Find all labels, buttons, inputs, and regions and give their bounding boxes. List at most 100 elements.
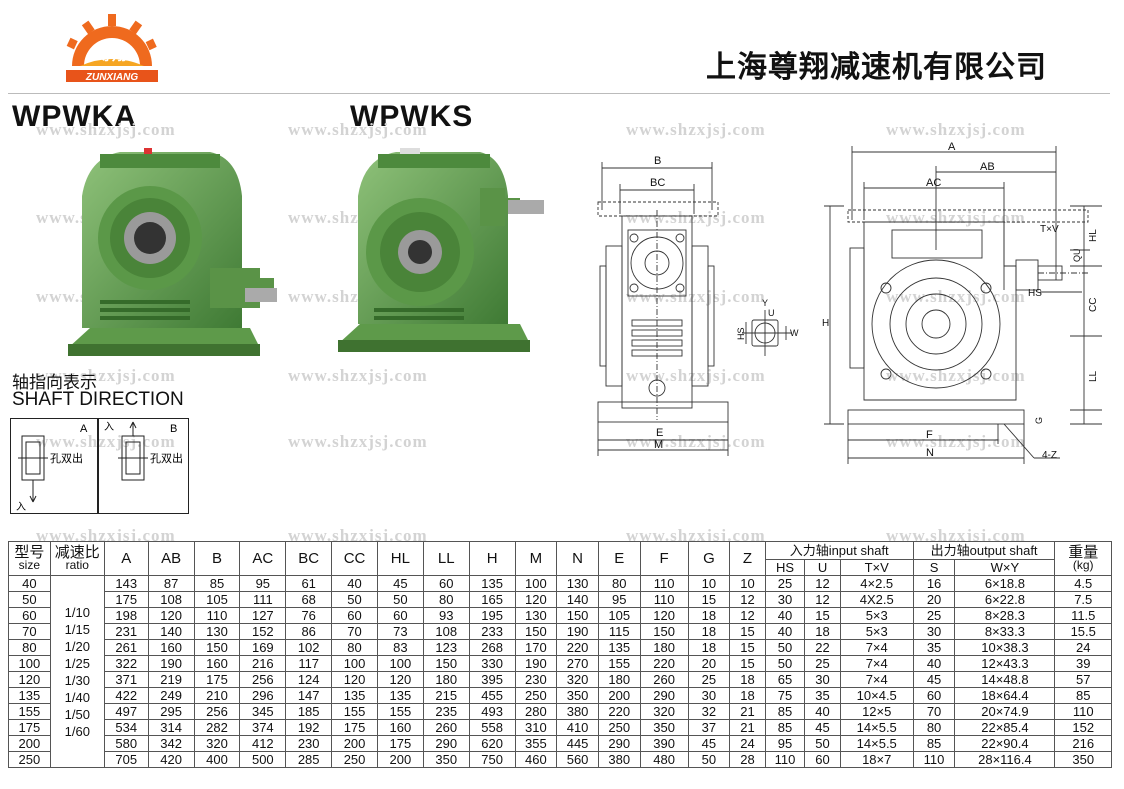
watermark: www.shzxjsj.com (886, 120, 1026, 139)
cell-u: 25 (804, 655, 841, 672)
cell-g: 45 (687, 735, 731, 752)
cell-a: 371 (103, 671, 149, 688)
dim-label-ll: LL (1088, 370, 1099, 382)
cell-m: 460 (514, 751, 558, 768)
cell-cc: 155 (331, 703, 378, 720)
cell-m: 100 (514, 575, 558, 592)
dim-label-bc: BC (650, 177, 665, 189)
header-g: G (687, 541, 731, 576)
cell-e: 380 (597, 751, 641, 768)
cell-m: 250 (514, 687, 558, 704)
cell-g: 18 (687, 623, 731, 640)
cell-e: 155 (597, 655, 641, 672)
cell-n: 190 (556, 623, 599, 640)
box-a-label: A (80, 423, 88, 435)
ratio-value: 1/10 (64, 604, 90, 620)
cell-f: 220 (639, 655, 689, 672)
dim-label-w: W (790, 328, 799, 338)
cell-size: 60 (8, 607, 51, 624)
cell-m: 355 (514, 735, 558, 752)
header-s: S (912, 559, 956, 576)
cell-h: 620 (468, 735, 516, 752)
cell-s: 20 (912, 591, 956, 608)
cell-wxy: 28×116.4 (954, 751, 1056, 768)
cell-z: 15 (729, 623, 766, 640)
cell-ll: 80 (422, 591, 470, 608)
cell-txv: 7×4 (839, 639, 914, 656)
in-label-a: 入 (16, 502, 26, 513)
cell-e: 220 (597, 703, 641, 720)
cell-txv: 4X2.5 (839, 591, 914, 608)
cell-f: 320 (639, 703, 689, 720)
cell-s: 110 (912, 751, 956, 768)
cell-bc: 102 (285, 639, 333, 656)
header-ll: LL (422, 541, 470, 576)
cell-n: 410 (556, 719, 599, 736)
cell-cc: 175 (331, 719, 378, 736)
header-input-shaft: 入力轴input shaft (764, 541, 914, 560)
ratio-value: 1/60 (64, 723, 90, 739)
ratio-value: 1/30 (64, 672, 90, 688)
cell-bc: 124 (285, 671, 333, 688)
cell-hs: 30 (764, 591, 806, 608)
cell-a: 422 (103, 687, 149, 704)
spec-table: 型号 size 减速比 ratio A AB B AC BC CC HL LL … (8, 541, 1112, 768)
cell-ll: 60 (422, 575, 470, 592)
header-hl: HL (376, 541, 424, 576)
front-view-drawing: A AB AC T×V HL QU HS CC H LL G F N 4-Z (822, 141, 1102, 464)
ratio-value: 1/40 (64, 689, 90, 705)
cell-u: 22 (804, 639, 841, 656)
cell-z: 21 (729, 703, 766, 720)
cell-u: 12 (804, 591, 841, 608)
cell-f: 180 (639, 639, 689, 656)
dim-label-b: B (654, 155, 661, 167)
cell-f: 120 (639, 607, 689, 624)
cell-ac: 374 (239, 719, 287, 736)
cell-f: 110 (639, 591, 689, 608)
cell-e: 135 (597, 639, 641, 656)
cell-h: 395 (468, 671, 516, 688)
cell-hs: 95 (764, 735, 806, 752)
cell-cc: 70 (331, 623, 378, 640)
header-output-shaft: 出力轴output shaft (912, 541, 1056, 560)
header-ac: AC (239, 541, 287, 576)
header-ab: AB (147, 541, 195, 576)
cell-cc: 60 (331, 607, 378, 624)
cell-s: 25 (912, 607, 956, 624)
cell-bc: 185 (285, 703, 333, 720)
model-title-wpwks: WPWKS (350, 100, 474, 133)
cell-cc: 100 (331, 655, 378, 672)
cell-m: 170 (514, 639, 558, 656)
cell-wxy: 18×64.4 (954, 687, 1056, 704)
header-z: Z (729, 541, 766, 576)
cell-ac: 296 (239, 687, 287, 704)
header-h: H (468, 541, 516, 576)
ratio-value: 1/25 (64, 655, 90, 671)
cell-e: 290 (597, 735, 641, 752)
hole-out-label-a: 孔双出 (50, 451, 83, 465)
header-m: M (514, 541, 558, 576)
cell-b: 320 (193, 735, 241, 752)
ratio-value: 1/50 (64, 706, 90, 722)
cell-ab: 249 (147, 687, 195, 704)
header-bc: BC (285, 541, 333, 576)
cell-a: 143 (103, 575, 149, 592)
cell-z: 12 (729, 607, 766, 624)
cell-f: 480 (639, 751, 689, 768)
cell-hs: 85 (764, 719, 806, 736)
dim-label-g: G (1034, 417, 1044, 424)
cell-cc: 50 (331, 591, 378, 608)
cell-txv: 14×5.5 (839, 719, 914, 736)
cell-wxy: 14×48.8 (954, 671, 1056, 688)
cell-ac: 216 (239, 655, 287, 672)
dim-label-y: Y (762, 298, 768, 308)
cell-txv: 4×2.5 (839, 575, 914, 592)
cell-u: 35 (804, 687, 841, 704)
header-n: N (556, 541, 599, 576)
header-weight: 重量 (kg) (1054, 541, 1112, 576)
